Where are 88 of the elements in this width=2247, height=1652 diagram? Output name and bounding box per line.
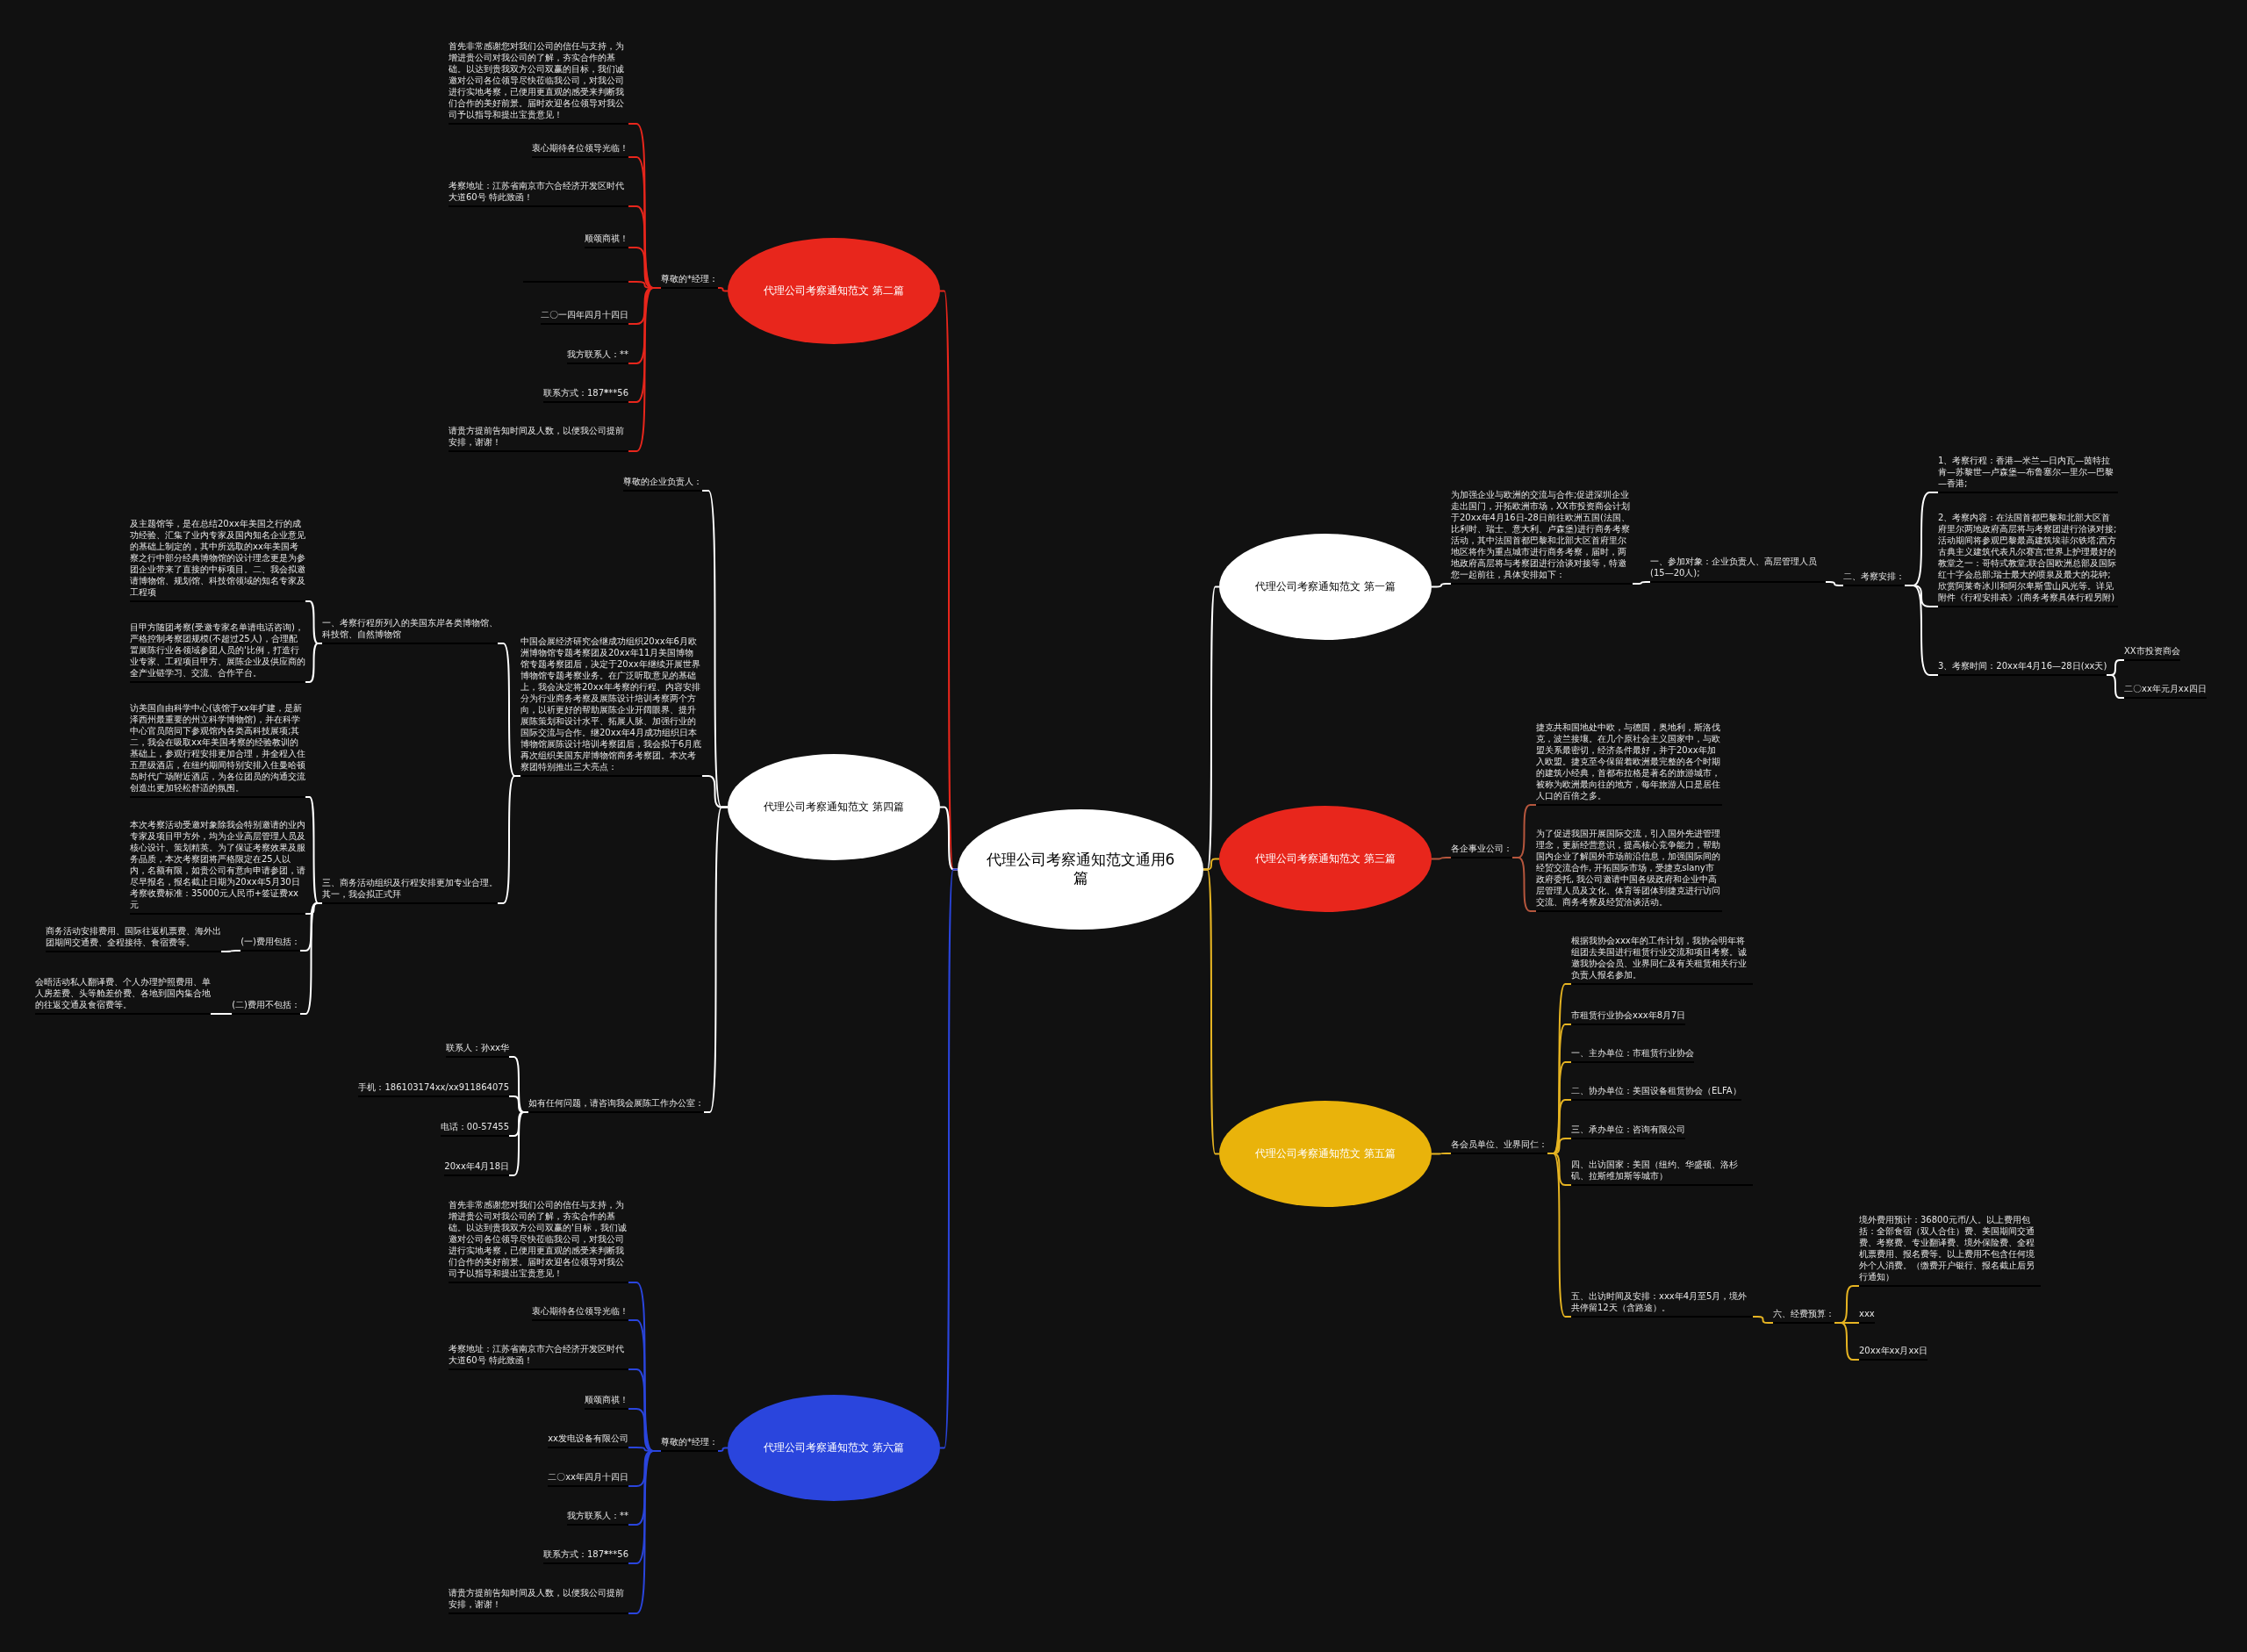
connector-line (2106, 674, 2125, 699)
topic-text: 各会员单位、业界同仁： (1451, 1138, 1547, 1154)
topic-text: 捷克共和国地处中欧，与德国，奥地利，斯洛伐克，波兰接壤。在几个原社会主义国家中，与欧盟关系最密切，经济条件最好，并于20xx年加入欧盟。捷克至今保留着欧洲最完整的各个时期的建筑小经典，首都布拉格是著名的旅游城市，被称为欧洲最向往的地方，每年旅游人口是居住人口的百倍之多。 (1536, 722, 1722, 806)
connector-line (508, 1111, 529, 1176)
connector-line (1202, 868, 1220, 1155)
topic-text: 尊敬的*经理： (661, 273, 718, 289)
topic-text: 尊敬的企业负责人： (623, 476, 702, 492)
topic-text: 二〇xx年元月xx四日 (2124, 683, 2207, 699)
topic-text: 访美国自由科学中心(该馆于xx年扩建，是新泽西州最重要的州立科学博物馆)，并在科学中心官员陪同下参观馆内各类高科技展项;其二，我会在吸取xx年美国考察的经验教训的基础上，参观行程安排更加合理，并全程入住五星级酒店，在纽约期间特别安排入住曼哈顿岛时代广场附近酒店，为各位团员的沟通交流创造出更加轻松舒适的氛围。 (130, 702, 305, 798)
branch-topic-ellipse: 代理公司考察通知范文 第一篇 (1219, 533, 1432, 640)
connector-line (1431, 1153, 1452, 1155)
topic-text: 一、主办单位：市租赁行业协会 (1571, 1047, 1694, 1063)
topic-text: (二)费用不包括： (232, 999, 300, 1015)
connector-line (628, 287, 662, 452)
connector-line (220, 950, 241, 952)
connector-line (1752, 1316, 1774, 1324)
topic-text: 联系方式：187***56 (542, 387, 628, 403)
topic-text: xxx (1859, 1308, 1875, 1324)
topic-text: 本次考察活动受邀对象除我会特别邀请的业内专家及项目甲方外，均为企业高层管理人员及核心设计、策划精英。为了保证考察效果及服务品质，本次考察团将严格限定在25人以内，名额有限，如贵公司有意向申请参团，请尽早报名，报名截止日期为20xx年5月30日考察收费标准：35000元人民币+签证费xx元 (130, 819, 305, 915)
topic-text: 为加强企业与欧洲的交流与合作;促进深圳企业走出国门，开拓欧洲市场，XX市投资商会计划于20xx年4月16日-28日前往欧洲五国(法国、比利时、瑞士、意大利、卢森堡)进行商务考察活动，其中法国首都巴黎和北部大区首府里尔地区将作为重点城市进行商务考察，届时，两地政府高层将与考察团进行洽谈对接等，特邀您一起前往，具体安排如下： (1451, 489, 1633, 585)
connector-line (939, 868, 958, 1449)
topic-text: 五、出访时间及安排：xxx年4月至5月，境外共停留12天（含路途）。 (1571, 1290, 1753, 1318)
topic-text: 二、协办单位：美国设备租赁协会（ELFA） (1571, 1085, 1741, 1101)
topic-text: 一、参加对象：企业负责人、高层管理人员(15—20人); (1650, 556, 1826, 583)
topic-text: 二、考察安排： (1843, 571, 1905, 586)
topic-text: 2、考察内容：在法国首都巴黎和北部大区首府里尔两地政府高层将与考察团进行洽谈对接;活动期间将参观巴黎最高建筑埃菲尔铁塔;西方古典主义建筑代表凡尔赛宫;世界上护理最好的教堂之一：哥特式教堂;联合国欧洲总部及国际红十字会总部;瑞士最大的喷泉及最大的花钟;欣赏阿莱奇冰川和阿尔卑斯雪山风光等。详见附件《行程安排表》;(商务考察具体行程另附) (1938, 512, 2118, 607)
topic-text: 请贵方提前告知时间及人数，以便我公司提前安排，谢谢！ (449, 425, 628, 452)
topic-text: 首先非常感谢您对我们公司的信任与支持，为增进贵公司对我公司的了解，夯实合作的基础。以达到贵我双方公司双赢的目标，我们诚邀对公司各位领导尽快莅临我公司，对我公司进行实地考察，已便用更直观的感受来判断我们合作的美好前景。届时欢迎各位领导对我公司予以指导和提出宝贵意见！ (449, 40, 628, 125)
connector-line (1431, 583, 1452, 588)
topic-text: 尊敬的*经理： (661, 1436, 718, 1452)
connector-line (1632, 581, 1651, 585)
topic-text: 各企事业公司： (1451, 843, 1512, 858)
topic-text: 20xx年xx月xx日 (1859, 1345, 1928, 1361)
topic-text: 及主题馆等，是在总结20xx年美国之行的成功经验、汇集了业内专家及国内知名企业意见的基础上制定的，其中所选取的xx年美国考察之行中部分经典博物馆的设计理念更是为参团企业带来了直接的中标项目。二、我会拟邀请博物馆、规划馆、科技馆领域的知名专家及工程项 (130, 518, 305, 602)
topic-text: 我方联系人：** (567, 348, 628, 364)
branch-topic-ellipse: 代理公司考察通知范文 第三篇 (1219, 805, 1432, 912)
connector-line (703, 806, 729, 1113)
topic-text: 一、考察行程所列入的美国东岸各类博物馆、科技馆、自然博物馆 (322, 617, 498, 644)
topic-text: (一)费用包括： (240, 936, 300, 952)
topic-text: 四、出访国家：美国（纽约、华盛顿、洛杉矶、拉斯维加斯等城市） (1571, 1159, 1753, 1186)
topic-text: XX市投资商会 (2124, 645, 2180, 661)
topic-text: 中国会展经济研究会继成功组织20xx年6月欧洲博物馆专题考察团及20xx年11月美国博物馆专题考察团后，决定于20xx年继续开展世界博物馆专题考察业务。在广泛听取意见的基础上，我会决定将20xx年考察的行程、内容安排分为行业商务考察及展陈设计培训考察两个方向，以祈更好的帮助展陈企业开阔眼界、提升展陈策划和设计水平、拓展人脉、加强行业的国际交流与合作。继20xx年4月成功组织日本博物馆展陈设计培训考察团后，我会拟于6月底再次组织美国东岸博物馆商务考察团。本次考察团特别推出三大亮点： (520, 636, 702, 777)
branch-topic-ellipse: 代理公司考察通知范文 第五篇 (1219, 1100, 1432, 1207)
connector-line (305, 643, 323, 683)
topic-text: 目甲方随团考察(受邀专家名单请电话咨询)，严格控制考察团规模(不超过25人)，合理配置展陈行业各领域参团人员的'比例，打造行业专家、工程项目甲方、展陈企业及供应商的全产业链学习、交流、合作平台。 (130, 621, 305, 683)
topic-text: 根据我协会xxx年的工作计划，我协会明年将组团去美国进行租赁行业交流和项目考察。诚邀我协会会员、业界同仁及有关租赁相关行业负责人报名参加。 (1571, 935, 1753, 985)
topic-text: 二〇一四年四月十四日 (541, 309, 628, 325)
topic-text: 3、考察时间：20xx年4月16—28日(xx天) (1938, 660, 2107, 676)
branch-topic-ellipse: 代理公司考察通知范文 第四篇 (728, 753, 940, 860)
topic-text: 衷心期待各位领导光临！ (532, 142, 628, 158)
topic-text: 请贵方提前告知时间及人数，以便我公司提前安排，谢谢！ (449, 1587, 628, 1614)
topic-text: 六、经费预算： (1773, 1308, 1834, 1324)
topic-text: 20xx年4月18日 (444, 1160, 509, 1176)
topic-text: 市租赁行业协会xxx年8月7日 (1571, 1009, 1686, 1025)
connector-line (210, 1013, 233, 1015)
topic-text: 为了促进我国开展国际交流，引入国外先进管理理念，更新经营意识，提高核心竞争能力，帮助国内企业了解国外市场前沿信息，加强国际间的经贸交流合作, 开拓国际市场，受捷克slany市政府委托, 我公司邀请中国各级政府和企业中高层管理人员及文化、体育等团体到捷克进行访问交流、商务考察及经贸洽谈活动。 (1536, 828, 1722, 912)
connector-line (497, 775, 521, 904)
topic-text: 联系人：孙xx华 (446, 1042, 509, 1058)
topic-text: 三、承办单位：咨询有限公司 (1571, 1124, 1685, 1139)
topic-text: 1、考察行程：香港—米兰—日内瓦—茵特拉肯—苏黎世—卢森堡—布鲁塞尔—里尔—巴黎—香港; (1938, 455, 2118, 493)
topic-text: xx发电设备有限公司 (548, 1433, 628, 1448)
connector-line (717, 1447, 729, 1452)
central-topic-ellipse: 代理公司考察通知范文通用6篇 (958, 808, 1203, 930)
topic-text: 顺颂商祺！ (585, 233, 628, 248)
topic-text: 联系方式：187***56 (542, 1548, 628, 1564)
topic-text: 电话：00-57455 (440, 1121, 509, 1137)
topic-text: 手机：186103174xx/xx911864075 (358, 1081, 509, 1097)
connector-line (1547, 1153, 1572, 1318)
connector-line (717, 287, 729, 292)
topic-text: 会晤活动私人翻译费、个人办理护照费用、单人房差费、头等舱差价费、各地到国内集合地的往返交通及食宿费等。 (35, 976, 211, 1015)
topic-text: 首先非常感谢您对我们公司的信任与支持，为增进贵公司对我公司的了解，夯实合作的基础。以达到贵我双方公司双赢的'目标，我们诚邀对公司各位领导尽快莅临我公司，对我公司进行实地考察，已便用更直观的感受来判断我们合作的美好前景。届时欢迎各位领导对我公司予以指导和提出宝贵意见！ (449, 1199, 628, 1283)
topic-text: 我方联系人：** (567, 1510, 628, 1526)
topic-text: 考察地址：江苏省南京市六合经济开发区时代大道60号 特此致函！ (449, 1343, 628, 1370)
connector-line (1825, 581, 1844, 586)
topic-text: 顺颂商祺！ (585, 1394, 628, 1410)
topic-text: 商务活动安排费用、国际往返机票费、海外出团期间交通费、全程接待、食宿费等。 (46, 925, 221, 952)
topic-text: 境外费用预计：36800元币/人。以上费用包括：全部食宿（双人合住）费、美国期间交通费、考察费、专业翻译费、境外保险费、全程机票费用、报名费等。以上费用不包含任何境外个人消费。（缴费开户银行、报名截止后另行通知） (1859, 1214, 2041, 1287)
branch-topic-ellipse: 代理公司考察通知范文 第二篇 (728, 237, 940, 344)
topic-text: 如有任何问题，请咨询我会展陈工作办公室： (528, 1097, 704, 1113)
connector-line (299, 902, 323, 1015)
branch-topic-ellipse: 代理公司考察通知范文 第六篇 (728, 1394, 940, 1501)
topic-text: 三、商务活动组织及行程安排更加专业合理。其一，我会拟正式拜 (322, 877, 498, 904)
connector-line (1834, 1322, 1860, 1361)
topic-text: 考察地址：江苏省南京市六合经济开发区时代大道60号 特此致函！ (449, 180, 628, 207)
topic-text: 衷心期待各位领导光临！ (532, 1305, 628, 1321)
topic-text: 二〇xx年四月十四日 (548, 1471, 628, 1487)
connector-line (1511, 857, 1537, 912)
connector-line (1431, 857, 1452, 860)
